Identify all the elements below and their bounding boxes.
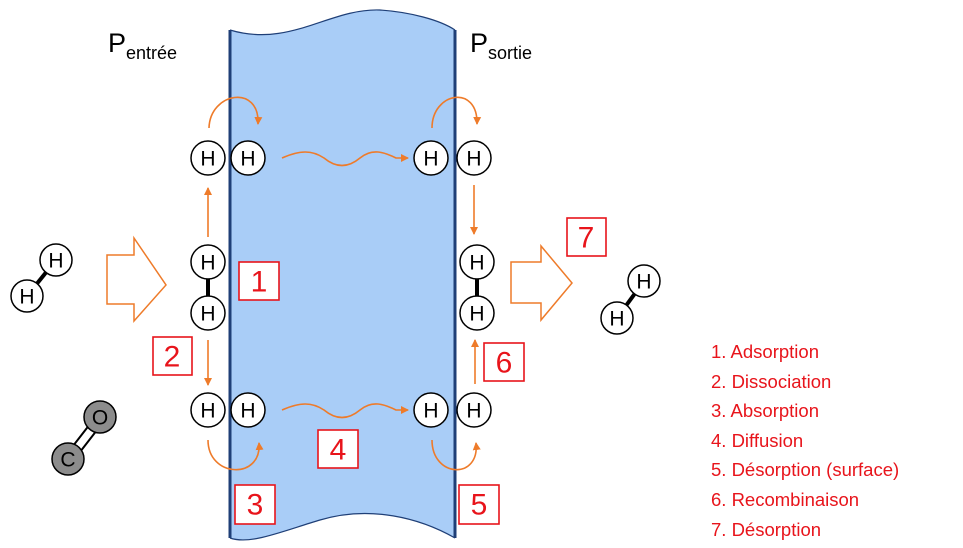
h-atom: H bbox=[190, 244, 226, 280]
svg-text:H: H bbox=[423, 400, 438, 423]
legend-item: 6. Recombinaison bbox=[711, 488, 860, 510]
h-atom: H bbox=[456, 140, 492, 176]
svg-text:C: C bbox=[60, 449, 75, 472]
step-box-2: 2 bbox=[152, 336, 193, 376]
step-box-3: 3 bbox=[234, 484, 276, 525]
h-atom: H bbox=[230, 140, 266, 176]
h-atom: H bbox=[627, 264, 661, 298]
inflow-arrow bbox=[106, 235, 167, 323]
svg-text:4: 4 bbox=[330, 434, 347, 467]
h-atom: H bbox=[190, 295, 226, 331]
outflow-arrow bbox=[510, 243, 573, 323]
h-atom: H bbox=[459, 244, 495, 280]
c-atom: C bbox=[51, 442, 85, 476]
diffusion-wave-top bbox=[281, 151, 409, 167]
pressure-inlet-label: Pentrée bbox=[108, 28, 177, 63]
legend: 1. Adsorption 2. Dissociation 3. Absorpt… bbox=[711, 337, 899, 544]
hop-arrow-bottom-right bbox=[431, 439, 481, 471]
legend-item: 5. Désorption (surface) bbox=[711, 459, 900, 481]
step-box-1: 1 bbox=[238, 261, 280, 301]
step-box-7: 7 bbox=[566, 217, 607, 257]
svg-text:H: H bbox=[200, 252, 215, 275]
membrane-bottom-edge bbox=[229, 512, 456, 541]
legend-item: 7. Désorption bbox=[711, 518, 822, 540]
svg-text:H: H bbox=[200, 148, 215, 171]
h-atom: H bbox=[39, 243, 73, 277]
svg-text:O: O bbox=[92, 407, 108, 430]
h-atom: H bbox=[413, 140, 449, 176]
svg-text:H: H bbox=[469, 252, 484, 275]
hop-arrow-top-right bbox=[431, 96, 482, 129]
legend-item: 4. Diffusion bbox=[711, 429, 804, 451]
legend-item: 3. Absorption bbox=[711, 400, 819, 422]
h-atom: H bbox=[190, 392, 226, 428]
svg-text:H: H bbox=[48, 250, 63, 273]
svg-text:H: H bbox=[240, 148, 255, 171]
pressure-outlet-label: Psortie bbox=[470, 28, 532, 63]
step-box-6: 6 bbox=[483, 342, 525, 382]
svg-text:6: 6 bbox=[496, 347, 513, 380]
o-atom: O bbox=[83, 400, 117, 434]
svg-text:H: H bbox=[200, 303, 215, 326]
svg-text:H: H bbox=[423, 148, 438, 171]
hop-arrow-top-left bbox=[208, 96, 263, 129]
h-atom: H bbox=[413, 392, 449, 428]
hop-arrow-bottom-left bbox=[207, 439, 264, 471]
svg-text:1: 1 bbox=[251, 266, 268, 299]
svg-text:H: H bbox=[466, 400, 481, 423]
h-atom: H bbox=[10, 279, 44, 313]
h-atom: H bbox=[600, 301, 634, 335]
diffusion-wave-bottom bbox=[281, 403, 409, 419]
svg-text:3: 3 bbox=[247, 489, 264, 522]
h-atom: H bbox=[459, 295, 495, 331]
h-atom: H bbox=[456, 392, 492, 428]
svg-text:H: H bbox=[200, 400, 215, 423]
h-atom: H bbox=[230, 392, 266, 428]
legend-item: 2. Dissociation bbox=[711, 370, 832, 392]
membrane-top-edge bbox=[229, 9, 456, 36]
svg-text:7: 7 bbox=[578, 222, 595, 255]
step-box-5: 5 bbox=[458, 484, 500, 525]
svg-text:2: 2 bbox=[164, 341, 181, 374]
svg-text:H: H bbox=[19, 286, 34, 309]
svg-text:H: H bbox=[469, 303, 484, 326]
svg-text:H: H bbox=[636, 271, 651, 294]
svg-text:H: H bbox=[609, 308, 624, 331]
svg-text:H: H bbox=[466, 148, 481, 171]
svg-text:H: H bbox=[240, 400, 255, 423]
h-atom: H bbox=[190, 140, 226, 176]
legend-item: 1. Adsorption bbox=[711, 341, 819, 362]
step-box-4: 4 bbox=[317, 429, 359, 469]
svg-text:5: 5 bbox=[471, 489, 488, 522]
